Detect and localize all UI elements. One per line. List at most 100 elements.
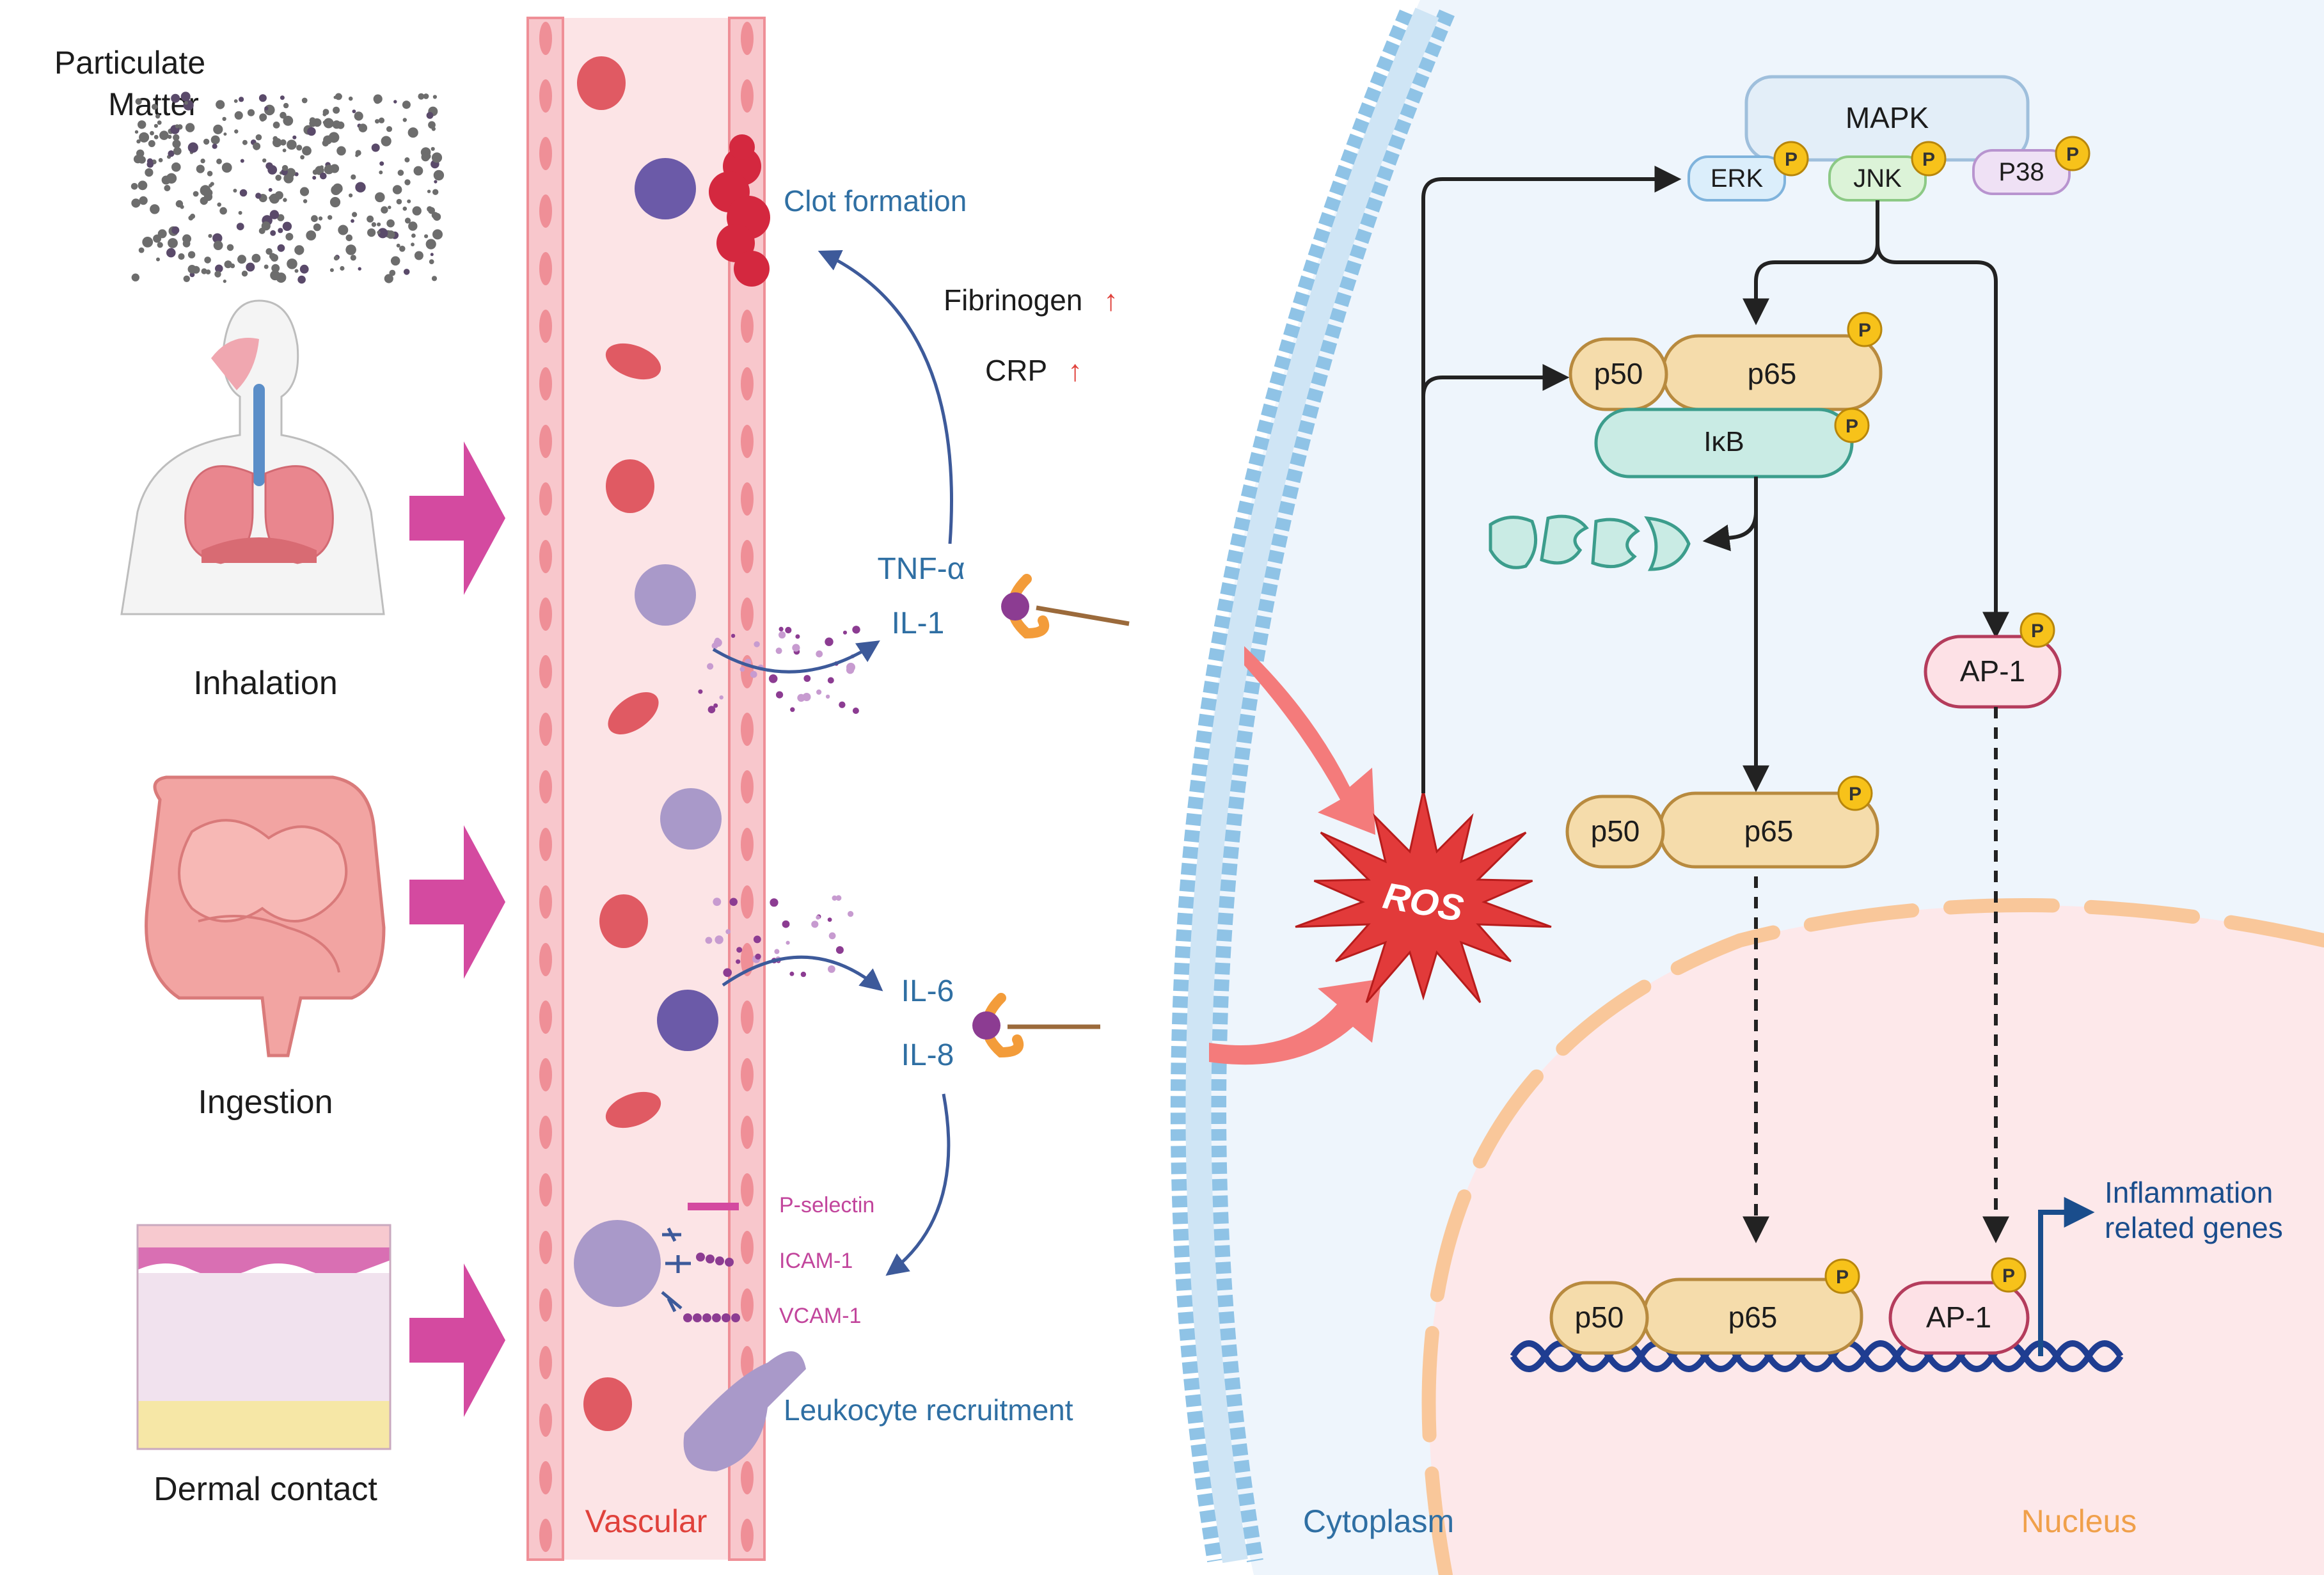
particle [217, 202, 222, 207]
particle [269, 196, 273, 200]
erk-label: ERK [1711, 164, 1764, 193]
particle [428, 207, 435, 214]
adhesion-molecules [661, 1227, 691, 1313]
endothelial-nucleus [741, 1001, 754, 1034]
particle [139, 196, 148, 205]
jnk-label: JNK [1853, 164, 1902, 193]
dermal-figure [136, 1224, 391, 1450]
particle [200, 185, 211, 196]
particle [377, 222, 381, 226]
particle [393, 100, 397, 104]
particle [373, 94, 383, 104]
particle [277, 214, 285, 221]
particle [187, 251, 196, 258]
particle [142, 237, 154, 248]
cytokine-particle [750, 670, 757, 678]
particle [336, 146, 346, 156]
particle [223, 280, 226, 283]
particle [193, 191, 199, 197]
particle [157, 242, 163, 248]
cytokine-particle [797, 693, 805, 702]
particle [352, 212, 358, 218]
particle [280, 139, 287, 146]
particle [367, 228, 376, 237]
cytokine-particle [825, 694, 830, 699]
particulate-matter-label: Particulate Matter [54, 45, 214, 122]
ros-input-arrow-upper [1244, 646, 1375, 835]
cytokine-release-dots-upper [698, 626, 860, 714]
particle [219, 207, 227, 215]
particle [371, 222, 377, 227]
particle [328, 215, 333, 220]
endothelial-nucleus [539, 1404, 552, 1437]
particle [322, 112, 327, 116]
particle [253, 142, 261, 150]
particle [213, 241, 223, 250]
particle [322, 120, 327, 124]
particle [386, 219, 395, 228]
particle [172, 139, 181, 148]
particle [294, 269, 299, 273]
particle [431, 212, 439, 219]
cytokine-particle [827, 917, 832, 922]
particle [386, 126, 393, 132]
phospho-badge: P [1837, 775, 1873, 811]
endothelial-nucleus [539, 655, 552, 688]
endothelial-nucleus [741, 598, 754, 631]
p65-label-top: p65 [1748, 357, 1797, 390]
endothelial-nucleus [539, 1346, 552, 1379]
particle [183, 275, 190, 282]
ap1-node-bottom [1888, 1281, 2030, 1355]
particle [226, 244, 234, 251]
particle [234, 129, 239, 134]
particle [273, 122, 280, 129]
phospho-badge-label: P [1858, 320, 1871, 341]
leukocyte-recruitment-label: Leukocyte recruitment [784, 1393, 1073, 1427]
particle [275, 175, 282, 181]
particle [265, 248, 273, 255]
particle [306, 230, 317, 241]
pathway: ROS MAPK ERK JNK P38 p65 p50 IκB [1295, 75, 2283, 1539]
particle [418, 93, 425, 100]
cytokine-particle [782, 920, 790, 928]
particle [396, 198, 402, 205]
inflammation-genes-label: Inflammation related genes [2105, 1176, 2283, 1244]
particle [329, 196, 341, 208]
fibrinogen-label: Fibrinogen ↑ [944, 283, 1118, 317]
particle [175, 124, 180, 129]
particle [283, 115, 294, 126]
particle [396, 243, 400, 248]
particle [333, 255, 339, 261]
particle [379, 170, 383, 175]
cytokine-particle [835, 946, 844, 954]
cytokine-particle [723, 968, 732, 977]
cytokine-particle [832, 895, 837, 901]
particle [286, 168, 296, 178]
particle [153, 234, 162, 243]
p38-label: P38 [1998, 158, 2044, 186]
cytokine-release-arrow-upper [712, 640, 880, 674]
particle [182, 234, 191, 244]
particle [319, 165, 324, 170]
particulate-dots [130, 91, 445, 284]
phospho-badge: P [1834, 408, 1870, 443]
particle [184, 100, 188, 105]
rbc [606, 459, 654, 513]
particle [431, 146, 435, 151]
leukocyte [635, 564, 696, 626]
degraded-ikb [1489, 514, 1691, 571]
particle [402, 100, 411, 109]
cytokine-particle [776, 691, 784, 699]
particle [351, 174, 356, 180]
ingestion-arrow [409, 825, 505, 979]
icam1-label: ICAM-1 [779, 1249, 853, 1273]
particle [168, 134, 172, 139]
nuclear-envelope [1421, 898, 2324, 1575]
phospho-badge: P [1991, 1257, 2027, 1293]
particle [178, 253, 185, 260]
particle [392, 185, 402, 194]
particle [267, 165, 278, 175]
red-blood-cells [577, 56, 661, 1431]
cytokine-particle [768, 674, 778, 683]
phospho-badge: P [1911, 141, 1947, 177]
